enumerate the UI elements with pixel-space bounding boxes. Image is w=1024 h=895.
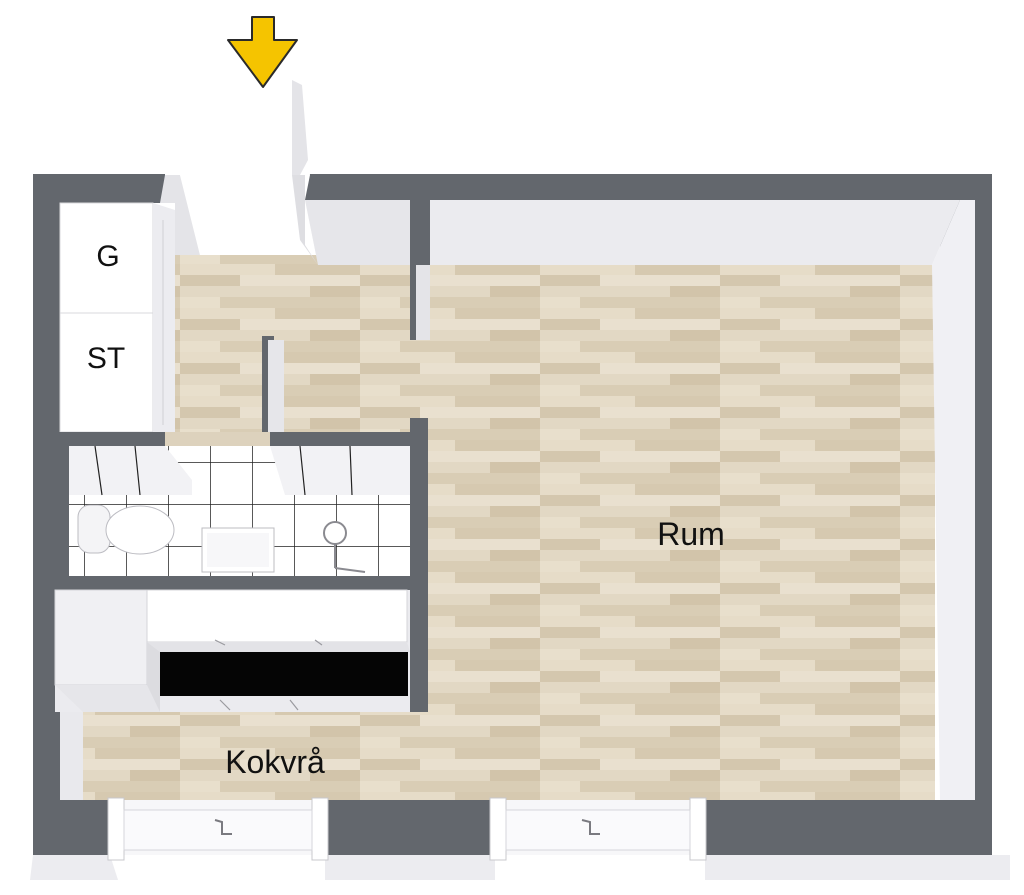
window-left [107, 797, 329, 861]
shower-icon [323, 521, 366, 573]
label-garderob: G [96, 240, 119, 273]
stove-icon [160, 652, 408, 696]
label-stadskap: ST [87, 342, 125, 375]
toilet-icon [77, 504, 175, 555]
label-rum: Rum [657, 516, 725, 552]
entrance-passage [180, 80, 318, 265]
entrance-arrow-icon [227, 16, 298, 88]
label-kokvra: Kokvrå [225, 744, 325, 780]
wall-faces [60, 175, 975, 800]
floor [83, 255, 935, 800]
wardrobe-cabinets [59, 202, 175, 433]
bathroom [55, 418, 428, 712]
kitchen-counter [54, 589, 410, 712]
window-right [489, 797, 707, 861]
sink-icon [201, 527, 275, 573]
inner-wall-stub [262, 336, 284, 432]
